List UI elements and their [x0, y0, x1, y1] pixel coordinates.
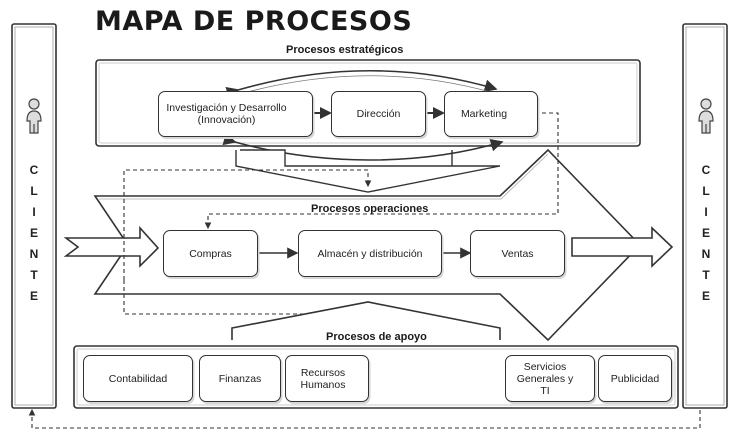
- operations-box-label: Ventas: [501, 247, 534, 260]
- input-arrow: [63, 225, 160, 268]
- client-person-icon-left: [26, 98, 42, 134]
- support-box-accounting[interactable]: Contabilidad: [83, 355, 193, 402]
- client-label-right: C L I E N T E: [701, 163, 711, 303]
- strategic-box-direction[interactable]: Dirección: [331, 91, 426, 137]
- support-up-arrow: [231, 301, 501, 340]
- operations-box-label: Compras: [189, 247, 232, 260]
- support-box-finance[interactable]: Finanzas: [199, 355, 281, 402]
- output-arrow: [571, 226, 674, 268]
- support-box-advertising[interactable]: Publicidad: [598, 355, 672, 402]
- support-box-label: Recursos Humanos: [300, 366, 346, 391]
- strategic-box-label: Marketing: [460, 108, 508, 120]
- strategic-box-label: Investigación y Desarrollo (Innovación): [166, 102, 287, 126]
- operations-box-label: Almacén y distribución: [317, 247, 423, 260]
- operations-box-purchases[interactable]: Compras: [163, 230, 258, 277]
- client-column-left: [11, 23, 57, 409]
- support-box-label: Servicios Generales y TI: [516, 360, 574, 397]
- support-box-label: Contabilidad: [108, 372, 168, 385]
- support-section-label: Procesos de apoyo: [326, 331, 427, 343]
- client-column-right: [682, 23, 728, 409]
- support-box-human-resources[interactable]: Recursos Humanos: [285, 355, 369, 402]
- strategic-box-marketing[interactable]: Marketing: [444, 91, 538, 137]
- operations-box-warehouse[interactable]: Almacén y distribución: [298, 230, 442, 277]
- strategic-box-innovation[interactable]: Investigación y Desarrollo (Innovación): [158, 91, 313, 137]
- support-box-services-it[interactable]: Servicios Generales y TI: [505, 355, 595, 402]
- strategic-box-label: Dirección: [356, 108, 401, 120]
- operations-box-sales[interactable]: Ventas: [470, 230, 565, 277]
- operations-section-label: Procesos operaciones: [311, 203, 429, 215]
- support-box-label: Finanzas: [218, 372, 262, 385]
- client-label-left: C L I E N T E: [29, 163, 39, 303]
- support-box-label: Publicidad: [610, 372, 660, 385]
- strategic-section-label: Procesos estratégicos: [286, 44, 404, 56]
- page-title: MAPA DE PROCESOS: [95, 6, 413, 37]
- client-person-icon-right: [698, 98, 714, 134]
